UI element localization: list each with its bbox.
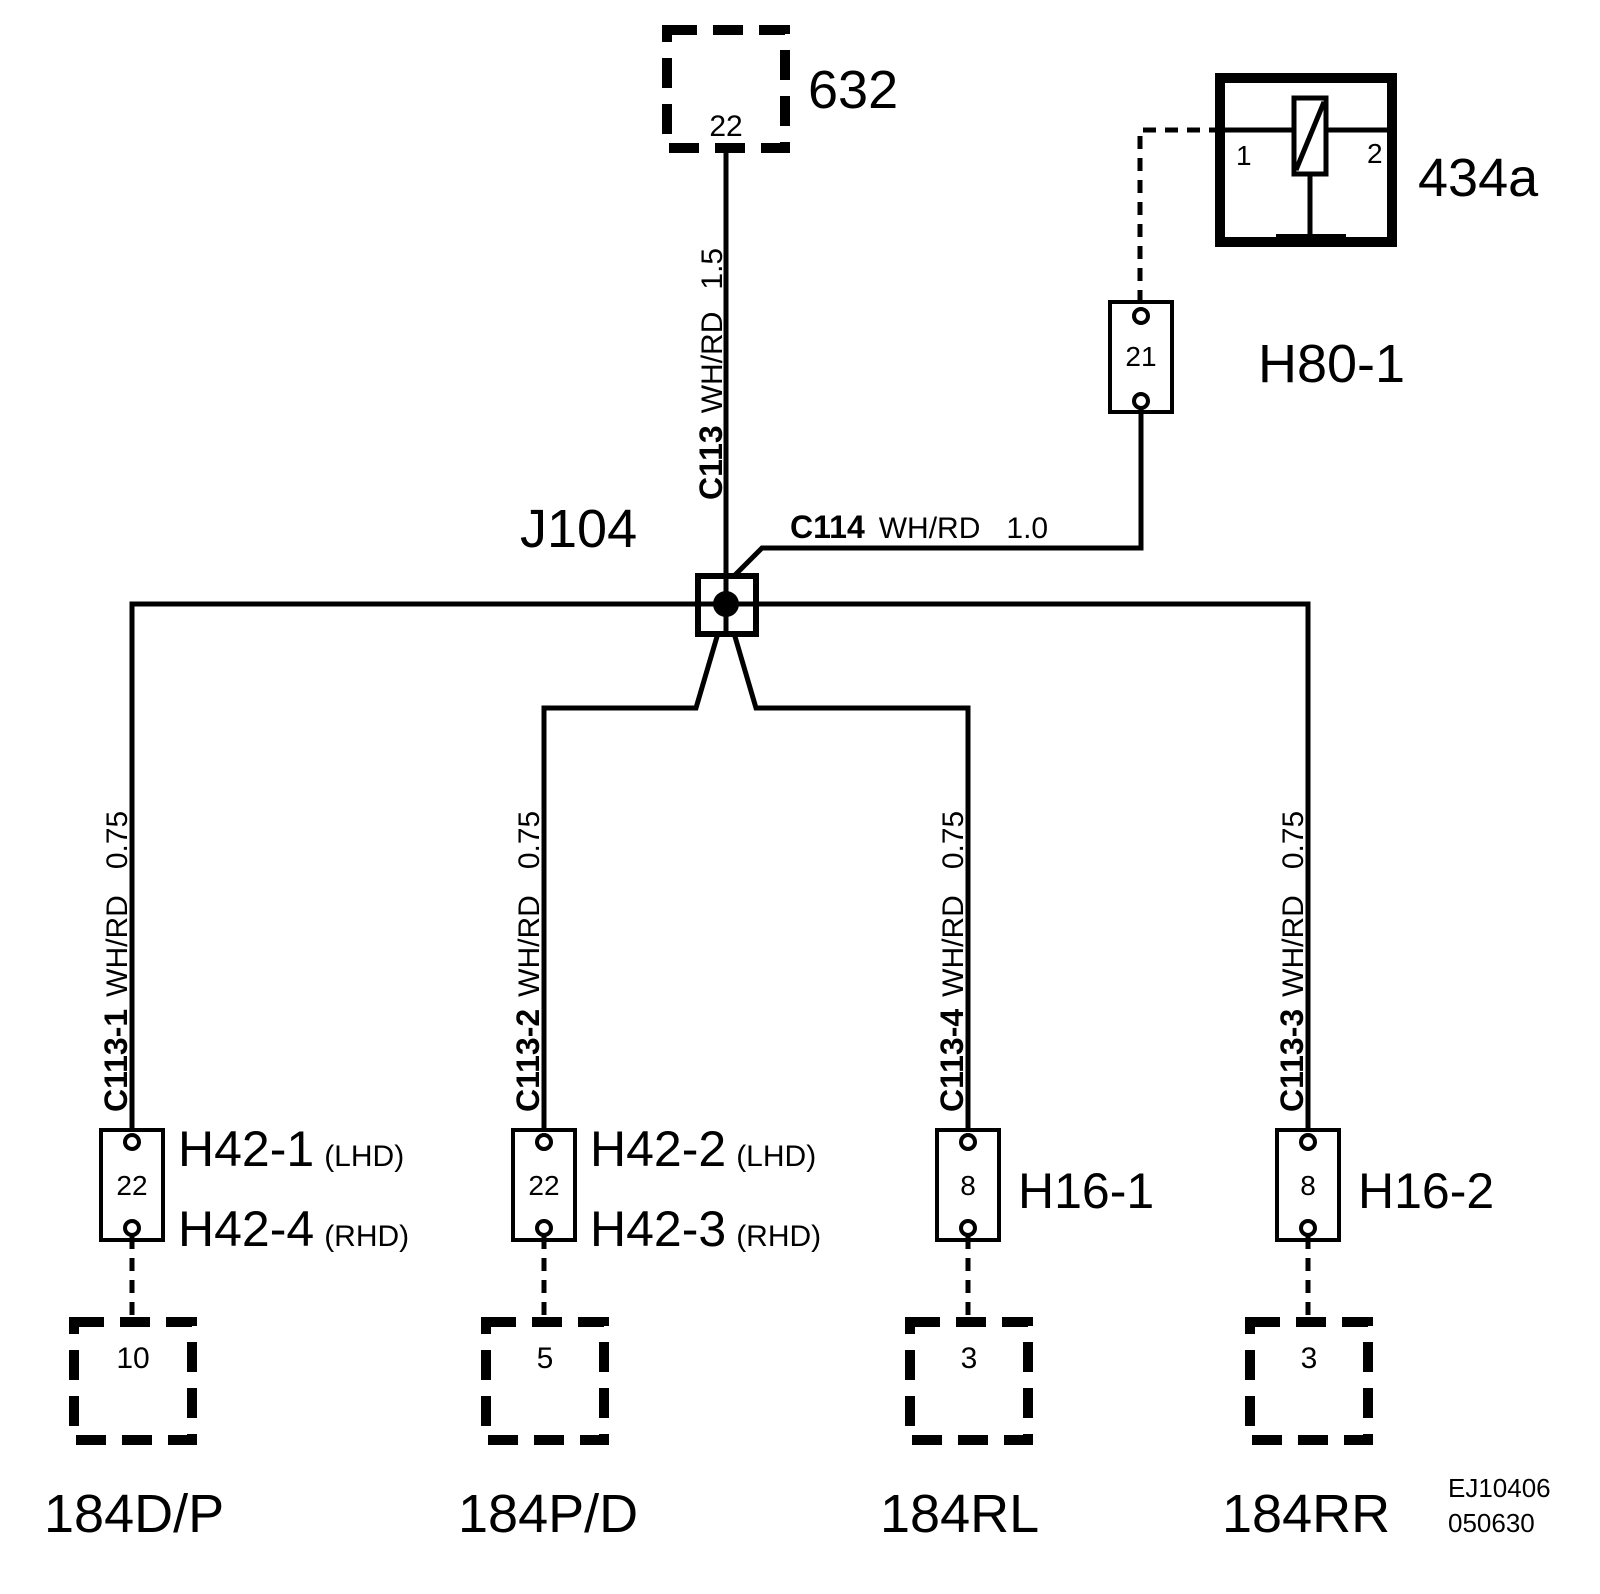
wire-branch-right xyxy=(723,605,971,1130)
module-632: 22 632 xyxy=(662,25,898,153)
wire-c113-3-label: C113-3 WH/RD 0.75 xyxy=(1274,811,1310,1112)
module-632-label: 632 xyxy=(808,60,898,120)
connector-h80-1: 21 H80-1 xyxy=(1108,300,1405,414)
connector-h42-1: 22 H42-1 (LHD) H42-4 (RHD) xyxy=(99,1121,409,1257)
wire-c113-1-size: 0.75 xyxy=(101,811,134,869)
wire-c113-size: 1.5 xyxy=(696,248,729,290)
connector-h16-1: 8 H16-1 xyxy=(935,1128,1154,1242)
module-184rl-label: 184RL xyxy=(880,1484,1039,1544)
wire-c113-2-color: WH/RD xyxy=(513,895,546,997)
connector-h42-1-name: H42-1 (LHD) xyxy=(178,1121,404,1177)
connector-h16-2: 8 H16-2 xyxy=(1275,1128,1494,1242)
module-184pd-pin: 5 xyxy=(537,1342,554,1375)
module-184dp-pin: 10 xyxy=(116,1342,149,1375)
wire-c114 xyxy=(732,408,1144,578)
module-632-pin: 22 xyxy=(709,110,742,143)
wire-c114-size: 1.0 xyxy=(1006,512,1048,545)
relay-label: 434a xyxy=(1418,148,1539,208)
connector-h42-2-hand: (LHD) xyxy=(736,1140,816,1173)
module-184dp: 10 184D/P xyxy=(44,1317,224,1544)
connector-h16-1-name: H16-1 xyxy=(1018,1163,1154,1219)
module-184pd-label: 184P/D xyxy=(458,1484,638,1544)
wire-c113-2-circuit: C113-2 xyxy=(510,1009,546,1112)
connector-h42-4-hand: (RHD) xyxy=(324,1220,409,1253)
relay-dashed-lead xyxy=(1137,127,1222,300)
wire-c113-circuit: C113 xyxy=(693,425,729,500)
connector-h16-1-pin: 8 xyxy=(960,1170,976,1201)
connector-h16-2-pin: 8 xyxy=(1300,1170,1316,1201)
connector-h42-2-pin: 22 xyxy=(528,1170,559,1201)
wire-bus-right xyxy=(756,601,1311,1130)
relay-434a: 1 2 434a xyxy=(1215,73,1539,247)
wire-c113-2-size: 0.75 xyxy=(513,811,546,869)
connector-h42-2: 22 H42-2 (LHD) H42-3 (RHD) xyxy=(511,1121,821,1257)
connector-h42-1-hand: (LHD) xyxy=(324,1140,404,1173)
module-184rr-label: 184RR xyxy=(1222,1484,1390,1544)
wire-bus-left xyxy=(129,601,698,1130)
splice-j104 xyxy=(695,573,759,637)
connector-h16-2-name: H16-2 xyxy=(1358,1163,1494,1219)
svg-text:C113-4 WH/RD 0.75: C113-4 WH/RD 0.75 xyxy=(934,811,970,1112)
module-184rr: 3 184RR xyxy=(1222,1317,1390,1544)
svg-text:C113-2 WH/RD 0.75: C113-2 WH/RD 0.75 xyxy=(510,811,546,1112)
module-184rl: 3 184RL xyxy=(880,1317,1039,1544)
wire-c113-label: C113 WH/RD 1.5 xyxy=(693,248,729,500)
connector-h42-3-name: H42-3 (RHD) xyxy=(590,1201,821,1257)
module-184rr-pin: 3 xyxy=(1301,1342,1318,1375)
wire-c113-3-size: 0.75 xyxy=(1277,811,1310,869)
wire-c114-color: WH/RD xyxy=(879,512,981,545)
wire-c113-4-size: 0.75 xyxy=(937,811,970,869)
wire-c113-1-circuit: C113-1 xyxy=(98,1009,134,1112)
module-184rl-pin: 3 xyxy=(961,1342,978,1375)
connector-h42-2-name: H42-2 (LHD) xyxy=(590,1121,816,1177)
svg-text:C113-1 WH/RD 0.75: C113-1 WH/RD 0.75 xyxy=(98,811,134,1112)
svg-text:C113-3 WH/RD 0.75: C113-3 WH/RD 0.75 xyxy=(1274,811,1310,1112)
connector-h42-1-pin: 22 xyxy=(116,1170,147,1201)
wire-branch-left xyxy=(541,605,729,1130)
wire-c113-3-circuit: C113-3 xyxy=(1274,1009,1310,1112)
connector-h80-1-pin: 21 xyxy=(1125,341,1156,372)
drawing-reference-date: 050630 xyxy=(1448,1508,1535,1538)
wire-c114-circuit: C114 xyxy=(790,509,865,545)
wire-c113-1-color: WH/RD xyxy=(101,895,134,997)
wire-c113-1-label: C113-1 WH/RD 0.75 xyxy=(98,811,134,1112)
wire-c113-3-color: WH/RD xyxy=(1277,895,1310,997)
module-184pd: 5 184P/D xyxy=(458,1317,638,1544)
wire-c113-2-label: C113-2 WH/RD 0.75 xyxy=(510,811,546,1112)
splice-label: J104 xyxy=(520,499,637,559)
connector-h80-1-label: H80-1 xyxy=(1258,334,1405,394)
drawing-reference-id: EJ10406 xyxy=(1448,1473,1551,1503)
connector-h42-3-hand: (RHD) xyxy=(736,1220,821,1253)
wire-c113-4-circuit: C113-4 xyxy=(934,1009,970,1112)
wire-c113-4-label: C113-4 WH/RD 0.75 xyxy=(934,811,970,1112)
connector-h42-4-name: H42-4 (RHD) xyxy=(178,1201,409,1257)
relay-pin-2: 2 xyxy=(1367,138,1383,169)
svg-text:C113 WH/RD 1.5: C113 WH/RD 1.5 xyxy=(693,248,729,500)
wire-c114-label: C114 WH/RD 1.0 xyxy=(790,509,1048,545)
module-184dp-label: 184D/P xyxy=(44,1484,224,1544)
wire-c113-4-color: WH/RD xyxy=(937,895,970,997)
wire-c113-color: WH/RD xyxy=(696,312,729,414)
relay-pin-1: 1 xyxy=(1236,140,1252,171)
